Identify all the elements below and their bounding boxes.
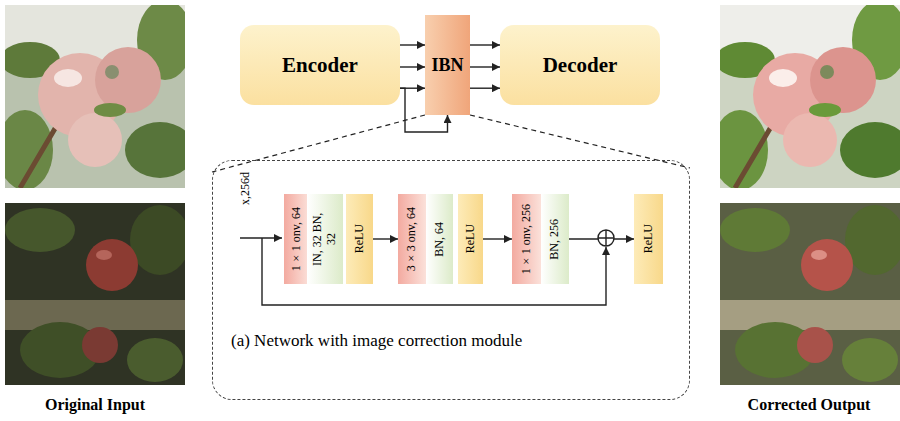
sum-symbol-part (598, 230, 614, 246)
input-photo-bottom-part (5, 300, 185, 330)
decoder-box: Decoder (500, 25, 660, 105)
input-photo-bottom-part (130, 205, 185, 275)
relu-layer: ReLU (634, 194, 663, 284)
input-photo-bottom-part (86, 239, 138, 291)
output-photo-bottom-part (801, 239, 853, 291)
flow-arrow (470, 66, 500, 67)
input-photo-top-part (68, 113, 122, 167)
node-label: IN, 32 BN, 32 (311, 211, 339, 267)
panel-caption: Corrected Output (720, 396, 898, 414)
input-photo-bottom-part (5, 208, 75, 252)
input-photo-top-part (95, 47, 161, 113)
input-photo-bottom-part (82, 327, 118, 363)
flow-arrow (400, 66, 425, 67)
output-photo-bottom-part (720, 208, 790, 252)
sum-symbol-part (598, 230, 614, 246)
sum-symbol (598, 230, 614, 246)
zoom-line (212, 115, 425, 172)
input-photo-top-part (94, 103, 126, 117)
conv-layer: 1×1 onv, 256 (512, 194, 541, 284)
flow-arrow (373, 238, 398, 239)
input-photo-bottom-part (96, 250, 112, 260)
panel-caption: Original Input (5, 396, 185, 414)
flow-arrow (483, 238, 512, 239)
flow-arrow (400, 44, 425, 45)
node-label: BN, 256 (548, 219, 562, 260)
input-wire (240, 237, 282, 238)
input-photo-top-part (105, 65, 119, 79)
relu-layer: ReLU (458, 194, 483, 284)
output-photo-top (720, 5, 900, 188)
ibn-block: IBN (425, 15, 470, 115)
node-label: Encoder (282, 53, 358, 78)
conv-layer: 1×1 onv, 64 (284, 194, 309, 284)
norm-layer: BN, 64 (426, 194, 453, 284)
input-photo-bottom (5, 203, 185, 385)
node-label: ReLU (353, 224, 367, 253)
input-photo-bottom-part (127, 338, 183, 382)
relu-layer: ReLU (346, 194, 373, 284)
caption-text: (a) Network with image correction module (231, 331, 522, 351)
norm-layer: BN, 256 (541, 194, 569, 284)
output-photo-bottom (720, 203, 900, 385)
output-photo-top-part (820, 65, 834, 79)
zoom-region: (a) Network with image correction module… (212, 160, 690, 400)
flow-arrow (470, 44, 500, 45)
output-photo-top-part (809, 103, 841, 117)
node-label: 1×1 onv, 64 (290, 207, 304, 271)
conv-layer: 3×3 onv, 64 (398, 194, 426, 284)
node-label: BN, 64 (433, 222, 447, 257)
output-photo-bottom-part (720, 300, 900, 330)
node-label: ReLU (642, 224, 656, 253)
node-label: IBN (431, 55, 463, 76)
node-label: 3×3 onv, 64 (405, 207, 419, 271)
output-photo-bottom-part (845, 205, 900, 275)
input-photo-top-part (54, 69, 82, 87)
norm-layer: IN, 32 BN, 32 (307, 194, 343, 284)
output-photo-top-part (810, 47, 876, 113)
input-photo-top (5, 5, 185, 188)
node-label: 1×1 onv, 256 (520, 204, 534, 274)
encoder-box: Encoder (240, 25, 400, 105)
flow-arrow (470, 87, 500, 88)
output-photo-top-part (769, 69, 797, 87)
output-photo-top-part (840, 122, 900, 178)
output-photo-top-part (783, 113, 837, 167)
output-photo-bottom-part (797, 327, 833, 363)
output-photo-bottom-part (811, 250, 827, 260)
input-photo-top-part (125, 122, 185, 178)
output-photo-bottom-part (842, 338, 898, 382)
node-label: Decoder (543, 53, 618, 78)
node-label: ReLU (464, 224, 478, 253)
input-dimension: x,256d (239, 172, 252, 205)
